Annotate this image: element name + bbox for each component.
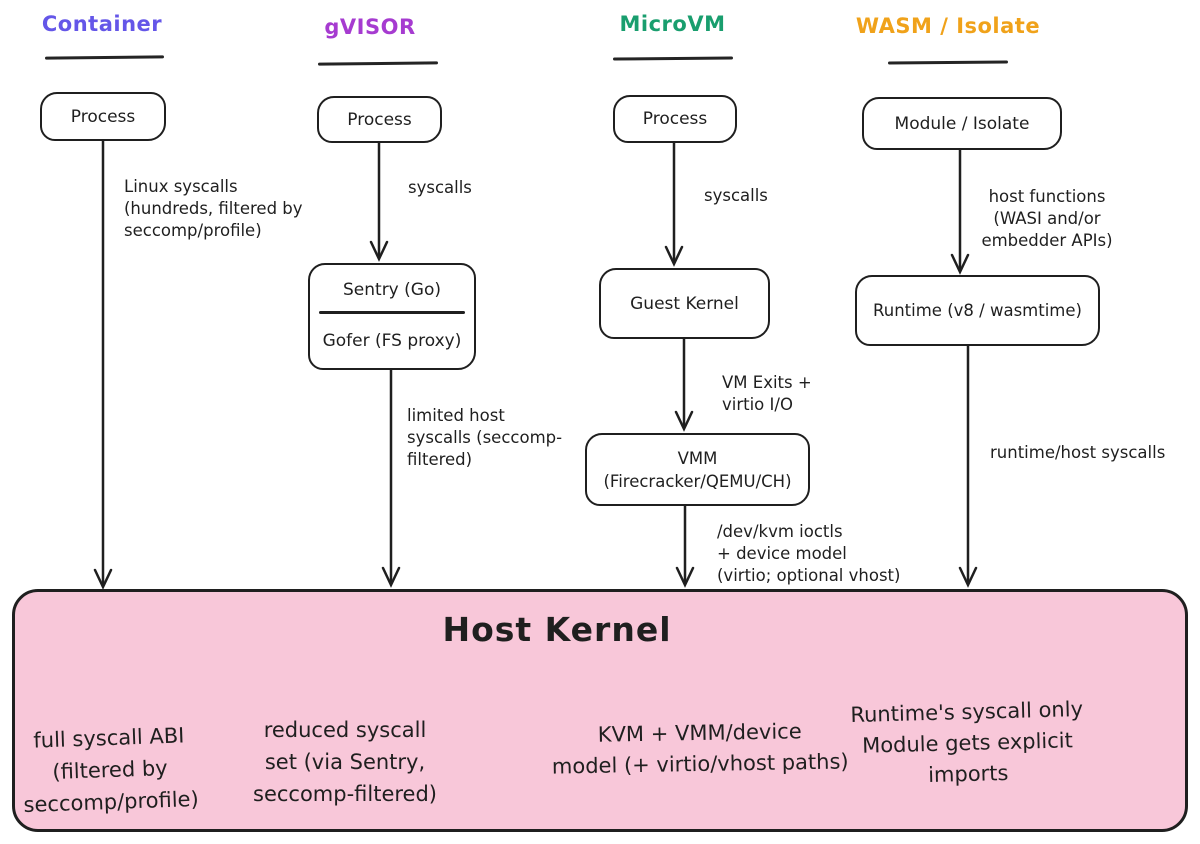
vmm-label: VMM (Firecracker/QEMU/CH) [603, 448, 792, 491]
guest-kernel-box: Guest Kernel [599, 268, 770, 339]
runtime-to-host-arrow [958, 344, 978, 588]
host-kernel-box [12, 589, 1188, 832]
gvisor-to-host-arrow [381, 368, 401, 588]
wasm-host-functions-label: host functions (WASI and/or embedder API… [981, 187, 1113, 250]
host-kernel-title: Host Kernel [442, 610, 672, 649]
column-header-container: Container [41, 12, 163, 36]
wasm-module-box: Module / Isolate [862, 97, 1062, 150]
wasm-module-label: Module / Isolate [894, 113, 1030, 134]
container-to-host-arrow [93, 139, 113, 590]
gvisor-process-to-sentry-arrow [369, 141, 389, 262]
guest-kernel-label: Guest Kernel [630, 293, 739, 314]
gvisor-process-label: Process [347, 109, 412, 130]
microvm-process-box: Process [613, 95, 737, 143]
runtime-label: Runtime (v8 / wasmtime) [873, 301, 1082, 320]
guest-to-vmm-arrow [674, 337, 694, 432]
gvisor-syscalls-label: syscalls [408, 178, 472, 197]
container-process-label: Process [70, 106, 136, 127]
gvisor-process-box: Process [317, 96, 442, 143]
column-header-gvisor: gVISOR [324, 15, 416, 39]
microvm-syscalls-label: syscalls [704, 186, 768, 205]
wasm-header-underline [887, 60, 1009, 65]
gvisor-limited-syscalls-label: limited host syscalls (seccomp- filtered… [407, 406, 563, 469]
vmm-to-host-arrow [675, 504, 695, 588]
column-header-wasm: WASM / Isolate [855, 14, 1041, 38]
host-note-gvisor: reduced syscall set (via Sentry, seccomp… [253, 718, 437, 806]
kvm-ioctls-label: /dev/kvm ioctls + device model (virtio; … [717, 522, 901, 585]
gvisor-header-underline [317, 61, 439, 66]
sentry-gofer-box: Sentry (Go) Gofer (FS proxy) [308, 263, 476, 370]
runtime-host-syscalls-label: runtime/host syscalls [990, 443, 1166, 462]
vmm-box: VMM (Firecracker/QEMU/CH) [585, 433, 810, 506]
vm-exits-label: VM Exits + virtio I/O [722, 373, 812, 414]
microvm-header-underline [612, 56, 734, 61]
microvm-process-to-guest-arrow [664, 141, 684, 267]
microvm-process-label: Process [642, 109, 708, 129]
host-note-microvm: KVM + VMM/device model (+ virtio/vhost p… [551, 719, 849, 779]
host-note-container: full syscall ABI (filtered by seccomp/pr… [23, 723, 200, 818]
gofer-label: Gofer (FS proxy) [322, 330, 462, 351]
sentry-label: Sentry (Go) [343, 280, 441, 300]
container-process-box: Process [40, 92, 166, 141]
host-note-wasm: Runtime's syscall only Module gets expli… [850, 696, 1084, 788]
container-header-underline [44, 55, 165, 60]
runtime-box: Runtime (v8 / wasmtime) [855, 275, 1100, 346]
column-header-microvm: MicroVM [619, 12, 726, 36]
container-syscalls-label: Linux syscalls (hundreds, filtered by se… [124, 177, 303, 240]
sentry-gofer-divider [319, 311, 465, 314]
module-to-runtime-arrow [950, 148, 970, 275]
